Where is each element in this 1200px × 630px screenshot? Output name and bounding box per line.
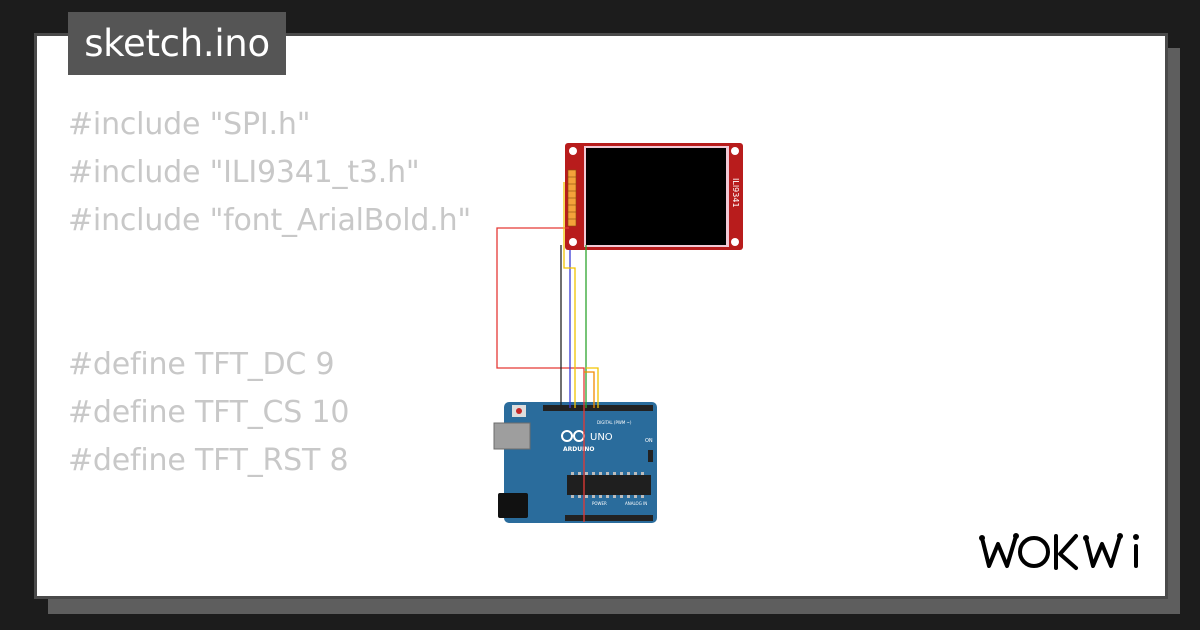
code-line: #define TFT_CS 10 (68, 395, 350, 430)
arduino-digital-label: DIGITAL (PWM ~) (597, 420, 632, 425)
arduino-power-label: POWER (592, 501, 607, 506)
icsp-header (648, 450, 653, 462)
display-label: ILI9341 (731, 178, 740, 208)
display-screen (586, 148, 726, 245)
power-jack (498, 493, 528, 518)
wire-red (496, 227, 585, 522)
arduino-brand-label: ARDUINO (563, 446, 594, 453)
microcontroller-chip (567, 475, 651, 495)
code-line: #define TFT_RST 8 (68, 443, 349, 478)
code-line: #include "SPI.h" (68, 107, 311, 142)
arduino-uno-board[interactable]: UNO ARDUINO DIGITAL (PWM ~) ON POWER ANA… (493, 402, 657, 523)
code-line: #include "ILI9341_t3.h" (68, 155, 420, 190)
wokwi-logo-icon[interactable] (976, 526, 1151, 578)
reset-button (516, 408, 522, 414)
ili9341-display[interactable]: ILI9341 (565, 143, 743, 250)
code-line: #include "font_ArialBold.h" (68, 203, 472, 238)
arduino-model-label: UNO (590, 432, 613, 443)
arduino-analog-label: ANALOG IN (625, 501, 647, 506)
arduino-on-label: ON (645, 438, 653, 444)
wire-orange (584, 371, 595, 408)
wire-yellow-2 (586, 367, 599, 408)
power-analog-pin-header (565, 515, 653, 521)
wire-yellow-1 (563, 182, 576, 408)
usb-port (493, 422, 531, 450)
code-line: #define TFT_DC 9 (68, 347, 335, 382)
sketch-filename-label: sketch.ino (68, 12, 286, 75)
wires (496, 182, 599, 522)
